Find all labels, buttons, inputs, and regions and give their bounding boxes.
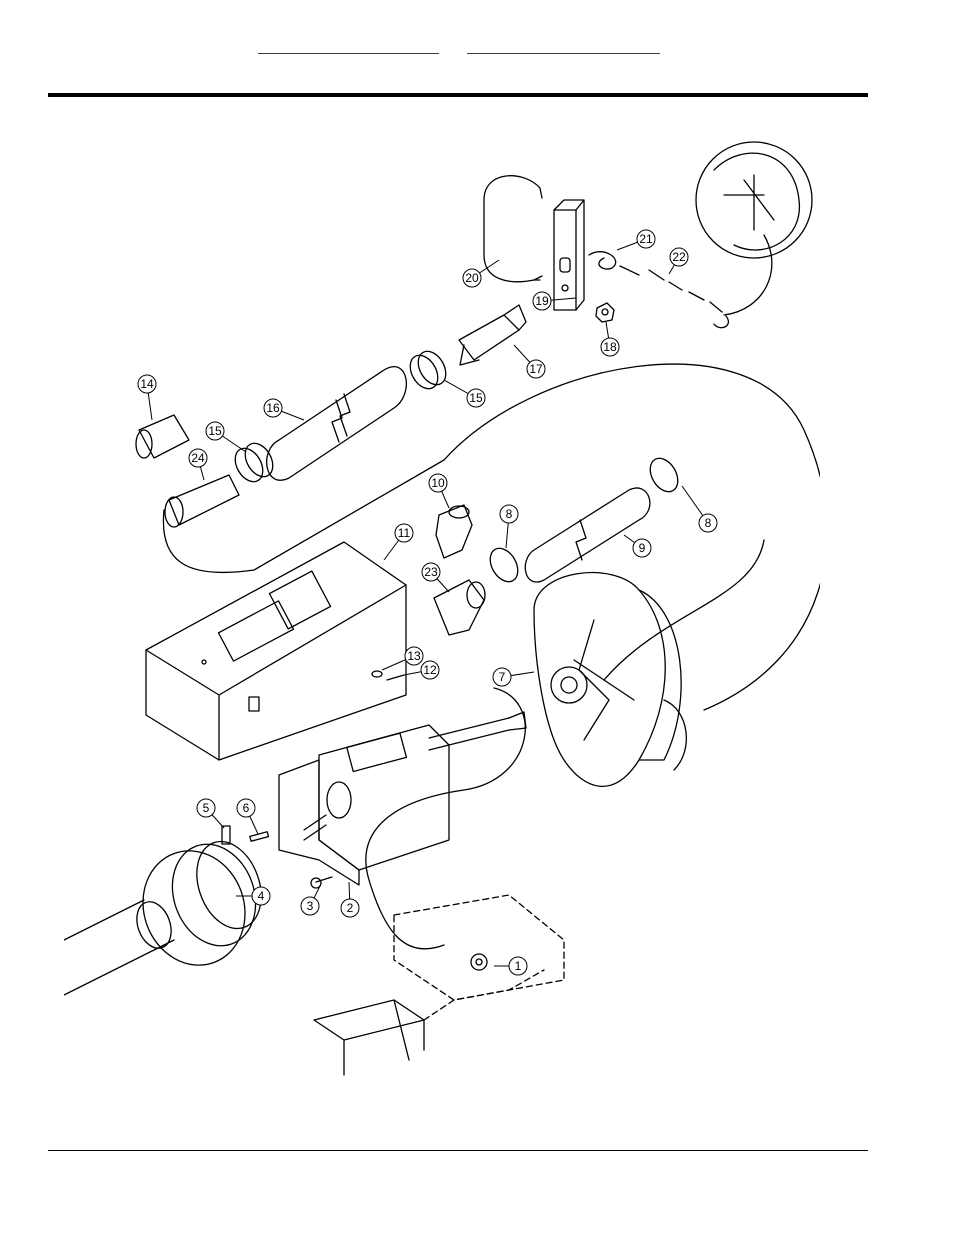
callout-number: 15 (208, 424, 222, 438)
callout-number: 12 (423, 663, 437, 677)
callout-number: 4 (258, 889, 265, 903)
pump-hose (604, 540, 764, 680)
driveshaft (64, 900, 174, 995)
hose-9 (525, 488, 650, 582)
key-6 (250, 832, 269, 841)
nut-18 (596, 303, 614, 322)
clamp-15-lower (230, 443, 269, 486)
callout-number: 10 (431, 476, 445, 490)
callout-number: 22 (672, 250, 686, 264)
bracket-plate (554, 210, 576, 310)
hose-16 (267, 367, 407, 481)
clamp-8-left (485, 543, 524, 586)
callout-number: 24 (191, 451, 205, 465)
callout-number: 23 (424, 565, 438, 579)
callout-number: 1 (515, 959, 522, 973)
header-link-1[interactable] (258, 38, 439, 54)
callout-number: 19 (535, 294, 549, 308)
footer-rule (48, 1150, 868, 1151)
chain (589, 252, 728, 328)
callout-number: 8 (506, 507, 513, 521)
link-underline (258, 53, 439, 54)
callout-number: 13 (407, 649, 421, 663)
fitting-10 (436, 505, 472, 558)
pump-housing-7 (534, 573, 665, 787)
washer-13 (372, 671, 382, 677)
return-hose (366, 688, 525, 949)
callout-number: 18 (603, 340, 617, 354)
header-link-2[interactable] (467, 38, 660, 54)
bolt-3 (316, 877, 332, 882)
callout-number: 7 (499, 670, 506, 684)
callout-number: 11 (398, 526, 411, 540)
callout-number: 6 (243, 801, 250, 815)
callout-number: 9 (639, 541, 646, 555)
screw-12 (387, 675, 404, 680)
clamp-8-right (645, 453, 684, 496)
callout-number: 8 (705, 516, 712, 530)
shield-11 (146, 542, 406, 760)
bolt-1 (471, 954, 487, 970)
callout-number: 17 (529, 362, 543, 376)
input-shaft (429, 718, 509, 750)
callout-number: 14 (140, 377, 154, 391)
callout-number: 21 (639, 232, 653, 246)
callout-number: 15 (469, 391, 483, 405)
callout-number: 2 (347, 901, 354, 915)
pulley-4 (127, 836, 261, 979)
coupler-17 (459, 315, 519, 360)
hydraulic-hose (163, 364, 820, 710)
link-underline (467, 53, 660, 54)
hose-holder-rod (484, 176, 540, 282)
fitting-14 (139, 415, 189, 458)
bearing (327, 782, 351, 818)
bracket-2 (279, 760, 359, 885)
header-rule (48, 93, 868, 97)
clamp-15-upper (405, 350, 444, 393)
callout-number: 3 (307, 899, 314, 913)
callout-number: 16 (266, 401, 280, 415)
callout-number: 20 (465, 271, 479, 285)
callout-number: 5 (203, 801, 210, 815)
output-shaft (304, 815, 326, 840)
mount-bracket (394, 895, 564, 1000)
